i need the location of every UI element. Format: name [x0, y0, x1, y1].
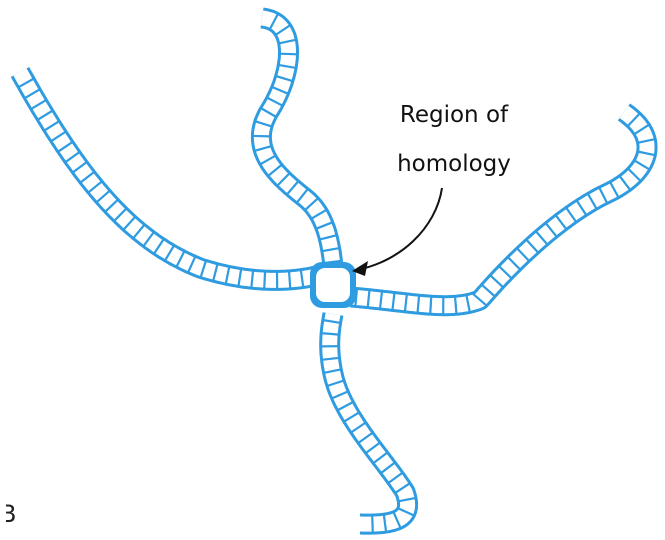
base-pair-rung	[430, 296, 431, 314]
base-pair-rung	[264, 271, 265, 289]
base-pair-rung	[252, 136, 270, 137]
base-pair-rung	[372, 515, 373, 533]
base-pair-rung	[280, 54, 298, 55]
base-pair-rung	[321, 333, 339, 335]
strand-arm-right	[351, 112, 655, 315]
strand-arm-top	[252, 14, 341, 266]
junction-interior	[316, 268, 350, 302]
junction-region	[310, 262, 356, 308]
strand-interior	[351, 112, 647, 306]
label-region-of: Region of	[384, 104, 524, 127]
strand-arm-bottom	[321, 314, 416, 533]
arrow-shaft	[356, 188, 442, 270]
label-homology: homology	[380, 153, 528, 176]
homology-arrow	[352, 188, 442, 276]
base-pair-rung	[289, 271, 290, 289]
base-pair-rung	[455, 296, 457, 314]
